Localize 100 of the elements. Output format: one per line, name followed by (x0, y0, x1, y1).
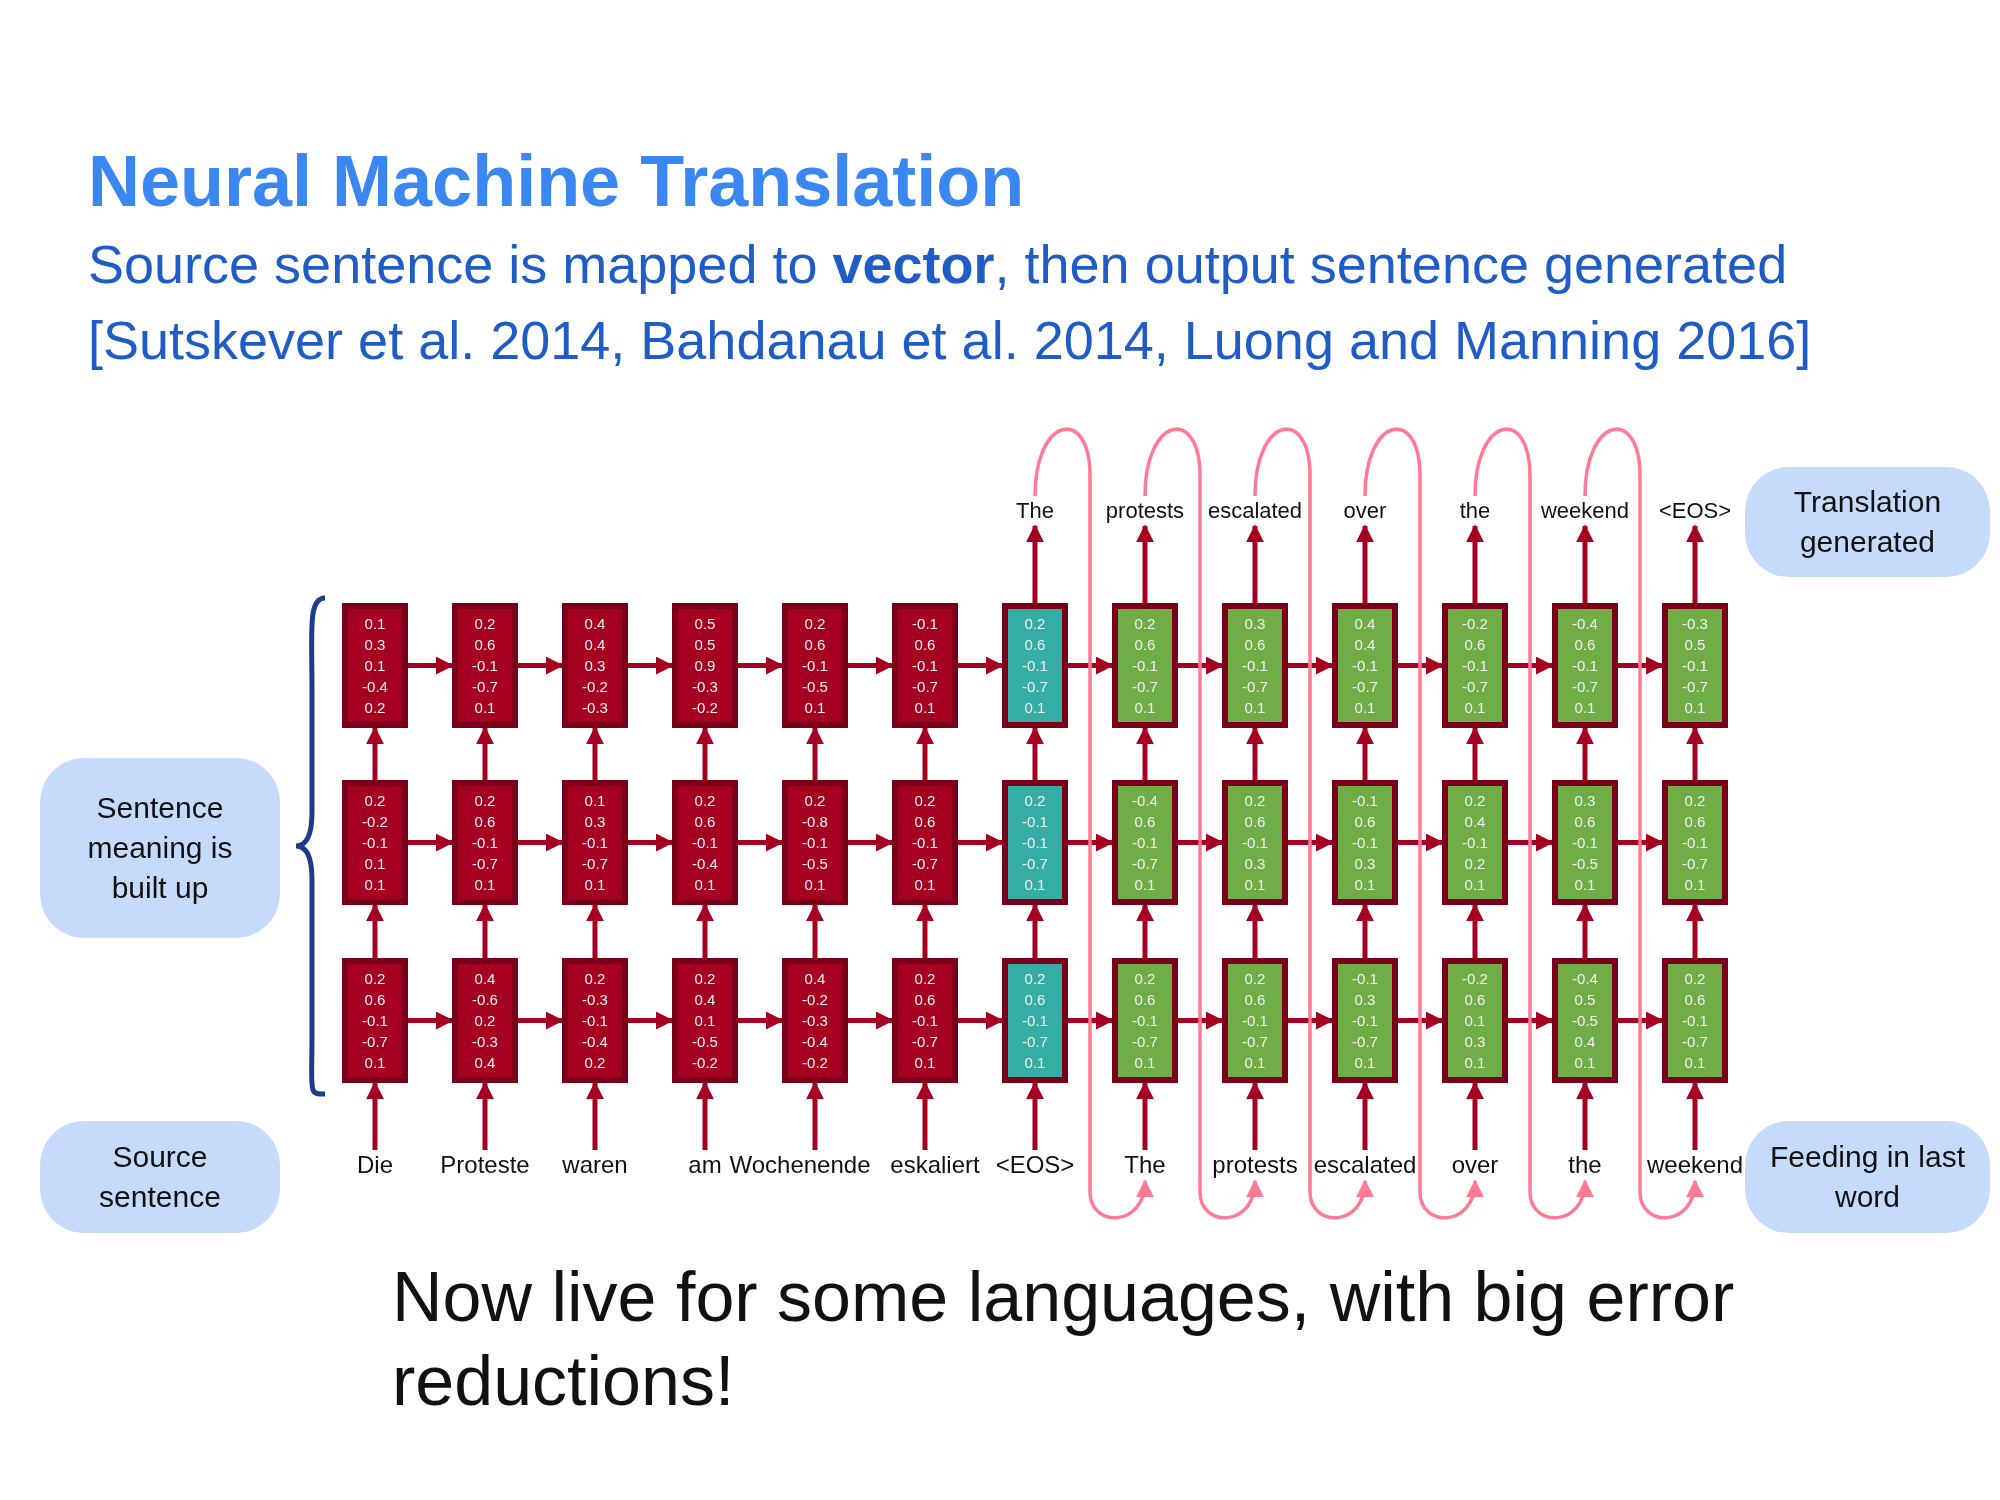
arrow (1356, 524, 1374, 603)
input-word: over (1451, 1150, 1499, 1180)
vector-cell (562, 958, 628, 1083)
arrow (958, 833, 1004, 852)
vector-values: 0.2 0.6 -0.1 0.3 0.1 (1241, 791, 1269, 895)
arrow (1068, 656, 1114, 675)
input-word: Wochenende (729, 1150, 871, 1180)
arrow (1398, 656, 1444, 675)
arrow (476, 1081, 494, 1150)
arrow (1068, 833, 1114, 852)
vector-values: 0.2 0.6 -0.1 -0.4 0.1 (691, 791, 719, 895)
arrow (738, 833, 784, 852)
subtitle: Source sentence is mapped to vector, then output sentence generated (88, 233, 1788, 296)
vector-cell (1662, 780, 1728, 905)
arrow (1466, 903, 1484, 958)
callout-text: Translation generated (1792, 484, 1943, 560)
vector-cell (1662, 603, 1728, 728)
vector-cell (1662, 958, 1728, 1083)
callout-bubble (40, 758, 280, 938)
arrow (1508, 1011, 1554, 1030)
vector-cell (342, 958, 408, 1083)
vector-cell (1552, 780, 1618, 905)
vector-values: 0.4 0.4 -0.1 -0.7 0.1 (1351, 614, 1379, 718)
arrow (1246, 1081, 1264, 1150)
vector-values: 0.2 0.6 -0.1 -0.5 0.1 (801, 614, 829, 718)
input-word: <EOS> (995, 1150, 1075, 1180)
vector-values: -0.1 0.6 -0.1 0.3 0.1 (1351, 791, 1379, 895)
vector-cell (892, 603, 958, 728)
arrow (1178, 656, 1224, 675)
arrow (696, 726, 714, 780)
arrow (1356, 726, 1374, 780)
vector-cell (892, 780, 958, 905)
arrow (848, 656, 894, 675)
arrow (696, 1081, 714, 1150)
vector-cell (1552, 603, 1618, 728)
arrow (1618, 833, 1664, 852)
input-word: weekend (1646, 1150, 1744, 1180)
citation: [Sutskever et al. 2014, Bahdanau et al. 2014, Luong and Manning 2016] (88, 309, 1812, 372)
vector-cell (452, 958, 518, 1083)
vector-cell (782, 780, 848, 905)
arrow (476, 903, 494, 958)
arrow (806, 1081, 824, 1150)
vector-values: 0.2 0.6 -0.1 -0.7 0.1 (471, 614, 499, 718)
vector-values: 0.2 0.6 -0.1 -0.7 0.1 (1681, 791, 1709, 895)
arrow (1136, 726, 1154, 780)
vector-cell (892, 958, 958, 1083)
arrow (958, 1011, 1004, 1030)
output-word: protests (1105, 496, 1185, 526)
arrow (1288, 1011, 1334, 1030)
arrow (916, 726, 934, 780)
vector-values: 0.2 0.6 -0.1 -0.7 0.1 (911, 969, 939, 1073)
arrow (1576, 524, 1594, 603)
arrow (848, 833, 894, 852)
arrow (628, 833, 674, 852)
curved-arrow (1143, 427, 1263, 1220)
input-word: waren (562, 1150, 628, 1180)
vector-cell (1552, 958, 1618, 1083)
arrow (518, 833, 564, 852)
input-word: am (688, 1150, 722, 1180)
callout-text: Source sentence (98, 1139, 222, 1215)
vector-cell (1002, 780, 1068, 905)
arrow (1618, 656, 1664, 675)
arrow (1246, 903, 1264, 958)
vector-cell (1222, 958, 1288, 1083)
vector-values: 0.2 0.6 -0.1 -0.7 0.1 (471, 791, 499, 895)
vector-values: 0.2 -0.1 -0.1 -0.7 0.1 (1021, 791, 1049, 895)
vector-values: -0.4 0.5 -0.5 0.4 0.1 (1571, 969, 1599, 1073)
vector-cell (1442, 958, 1508, 1083)
output-word: <EOS> (1658, 496, 1732, 526)
arrow (1576, 726, 1594, 780)
vector-values: -0.2 0.6 0.1 0.3 0.1 (1461, 969, 1489, 1073)
vector-values: 0.2 0.6 -0.1 -0.7 0.1 (1021, 614, 1049, 718)
arrow (1398, 1011, 1444, 1030)
arrow (586, 726, 604, 780)
vector-values: 0.2 0.6 -0.1 -0.7 0.1 (1241, 969, 1269, 1073)
arrow (1288, 833, 1334, 852)
callout-text: Feeding in last word (1768, 1139, 1967, 1215)
vector-cell (1002, 603, 1068, 728)
vector-cell (1442, 603, 1508, 728)
arrow (1686, 726, 1704, 780)
vector-cell (1112, 958, 1178, 1083)
arrow (806, 903, 824, 958)
output-word: over (1343, 496, 1387, 526)
vector-values: 0.2 -0.8 -0.1 -0.5 0.1 (801, 791, 829, 895)
input-word: Proteste (440, 1150, 530, 1180)
arrow (1178, 833, 1224, 852)
arrow (1466, 1081, 1484, 1150)
vector-values: 0.2 -0.3 -0.1 -0.4 0.2 (581, 969, 609, 1073)
callout-bubble (1745, 1121, 1990, 1233)
vector-values: 0.2 0.6 -0.1 -0.7 0.1 (1131, 969, 1159, 1073)
vector-cell (452, 780, 518, 905)
arrow (1686, 524, 1704, 603)
curved-arrow (1473, 427, 1593, 1220)
vector-cell (1332, 603, 1398, 728)
arrow (476, 726, 494, 780)
vector-values: 0.3 0.6 -0.1 -0.7 0.1 (1241, 614, 1269, 718)
arrow (1288, 656, 1334, 675)
arrow (408, 833, 454, 852)
vector-values: 0.1 0.3 -0.1 -0.7 0.1 (581, 791, 609, 895)
vector-values: 0.2 0.6 -0.1 -0.7 0.1 (911, 791, 939, 895)
